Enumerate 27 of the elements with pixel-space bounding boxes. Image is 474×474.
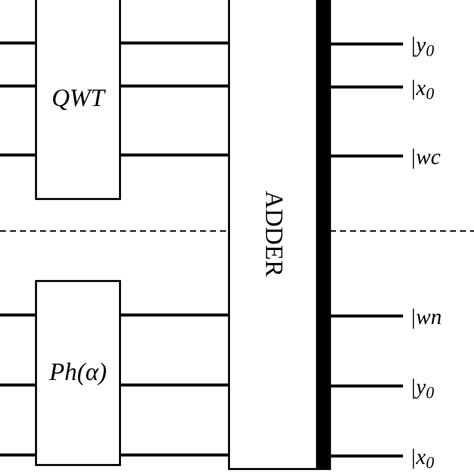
gate-box: Ph(α) [35,280,121,466]
wire [121,314,228,316]
wire [0,154,35,156]
wire [331,42,403,46]
wire [0,84,35,88]
wire [121,454,228,456]
wire [331,384,403,388]
wire [331,454,403,458]
wire [121,84,228,88]
wire [0,42,35,44]
adder-block: ADDER [228,0,331,470]
wire [0,384,35,386]
wire [0,454,35,456]
ket-label: |x$_{0}$ [410,71,434,103]
wire [331,86,403,88]
wire [121,154,228,156]
ket-label: |wn [410,300,442,332]
ket-label: |y$_{0}$ [410,28,434,60]
gate-box: QWT [35,0,121,200]
wire [121,42,228,44]
wire [331,154,403,158]
ket-label: |wc [410,140,440,172]
wire [0,314,35,316]
wire [331,314,403,318]
ket-label: |x$_{0}$ [410,440,434,472]
wire [121,384,228,386]
ket-label: |y$_{0}$ [410,370,434,402]
